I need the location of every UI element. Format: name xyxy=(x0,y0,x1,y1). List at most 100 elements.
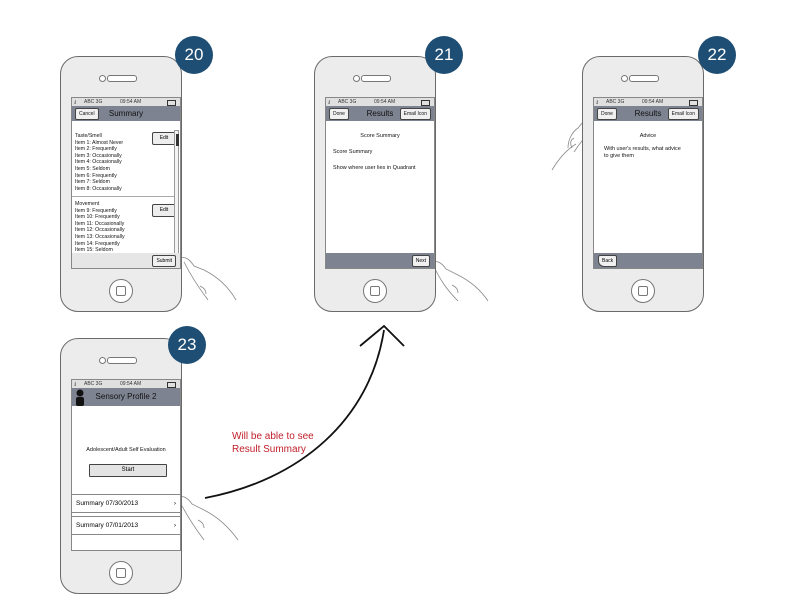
list-item: Item 2: Frequently xyxy=(75,146,117,153)
carrier: ABC 3G xyxy=(84,99,103,105)
score-summary: Score Summary xyxy=(333,149,373,155)
finger-sketch xyxy=(179,257,237,301)
phone-summary: .ıl ABC 3G 09:54 AM Summary Cancel Taste… xyxy=(60,56,182,312)
list-item: Item 4: Occasionally xyxy=(75,159,122,166)
home-button[interactable] xyxy=(363,279,387,303)
summary-label: Summary 07/30/2013 xyxy=(76,500,139,507)
start-label: Start xyxy=(121,467,135,473)
next-button[interactable]: Next xyxy=(411,255,430,267)
speaker xyxy=(107,357,137,364)
step-badge: 20 xyxy=(175,36,213,74)
battery-icon xyxy=(167,100,176,106)
start-button[interactable]: Start xyxy=(89,464,167,477)
navbar: Results Done Email Icon xyxy=(594,106,702,121)
clock: 09:54 AM xyxy=(642,99,664,105)
list-item: Item 8: Occasionally xyxy=(75,185,122,192)
status-bar: .ıl ABC 3G 09:54 AM xyxy=(72,98,180,106)
done-button[interactable]: Done xyxy=(329,108,349,120)
section-taste-smell: Taste/Smell Item 1: Almost Never Item 2:… xyxy=(75,133,123,192)
advice-heading: Advice xyxy=(639,133,657,139)
page-title: Sensory Profile 2 xyxy=(95,392,157,401)
list-item: Item 3: Occasionally xyxy=(75,152,122,159)
list-item[interactable]: Summary 07/01/2013 › xyxy=(72,516,180,535)
status-bar: .ıl ABC 3G 09:54 AM xyxy=(326,98,434,106)
list-item: Item 1: Almost Never xyxy=(75,139,124,146)
status-bar: .ıl ABC 3G 09:54 AM xyxy=(594,98,702,106)
step-badge: 23 xyxy=(168,326,206,364)
phone-home: .ıl ABC 3G 09:54 AM Sensory Profile 2 Ad… xyxy=(60,338,182,594)
clock: 09:54 AM xyxy=(120,381,142,387)
camera xyxy=(99,357,106,364)
speaker xyxy=(361,75,391,82)
summary-label: Summary 07/01/2013 xyxy=(76,522,139,529)
email-button[interactable]: Email Icon xyxy=(399,108,431,120)
list-item: Item 5: Seldom xyxy=(75,165,110,172)
carrier: ABC 3G xyxy=(606,99,625,105)
speaker xyxy=(107,75,137,82)
submit-button[interactable]: Submit xyxy=(152,255,176,267)
page-title: Results xyxy=(366,109,394,118)
list-item: Item 9: Frequently xyxy=(75,207,117,214)
carrier: ABC 3G xyxy=(338,99,357,105)
home-button[interactable] xyxy=(109,561,133,585)
list-item: Item 14: Frequently xyxy=(75,240,120,247)
list-item: Item 15: Seldom xyxy=(75,247,113,254)
list-item: Item 13: Occasionally xyxy=(75,233,125,240)
clock: 09:54 AM xyxy=(374,99,396,105)
status-bar: .ıl ABC 3G 09:54 AM xyxy=(72,380,180,388)
step-badge: 21 xyxy=(425,36,463,74)
chevron-right-icon: › xyxy=(173,500,176,507)
done-button[interactable]: Done xyxy=(597,108,617,120)
list-item: Item 10: Frequently xyxy=(75,214,120,221)
camera xyxy=(99,75,106,82)
toolbar: Submit xyxy=(72,253,180,268)
chevron-right-icon: › xyxy=(173,522,176,529)
list-item: Item 6: Frequently xyxy=(75,172,117,179)
battery-icon xyxy=(689,100,698,106)
list-item: Item 12: Occasionally xyxy=(75,227,125,234)
quadrant-text: Show where user lies in Quadrant xyxy=(333,165,416,171)
phone-results: .ıl ABC 3G 09:54 AM Results Done Email I… xyxy=(314,56,436,312)
speaker xyxy=(629,75,659,82)
step-badge: 22 xyxy=(698,36,736,74)
carrier: ABC 3G xyxy=(84,381,103,387)
scroll-thumb[interactable] xyxy=(176,134,179,146)
section-heading: Taste/Smell xyxy=(75,133,102,139)
cancel-button[interactable]: Cancel xyxy=(75,108,99,120)
screen: .ıl ABC 3G 09:54 AM Results Done Email I… xyxy=(593,97,703,269)
score-heading: Score Summary xyxy=(360,133,400,139)
list-item: Item 7: Seldom xyxy=(75,179,110,186)
advice-text: With user's results, what advice xyxy=(604,146,681,152)
annotation-line: Will be able to see xyxy=(232,431,314,442)
email-button[interactable]: Email Icon xyxy=(667,108,699,120)
list-item: Item 11: Occasionally xyxy=(75,220,125,227)
battery-icon xyxy=(167,382,176,388)
user-icon xyxy=(76,389,84,406)
camera xyxy=(621,75,628,82)
clock: 09:54 AM xyxy=(120,99,142,105)
list-item[interactable]: Summary 07/30/2013 › xyxy=(72,494,180,513)
screen: .ıl ABC 3G 09:54 AM Summary Cancel Taste… xyxy=(71,97,181,269)
home-button[interactable] xyxy=(631,279,655,303)
flow-annotation: Will be able to see Result Summary xyxy=(232,430,314,456)
section-movement: Movement Item 9: Frequently Item 10: Fre… xyxy=(75,201,125,254)
navbar: Results Done Email Icon xyxy=(326,106,434,121)
phone-advice: .ıl ABC 3G 09:54 AM Results Done Email I… xyxy=(582,56,704,312)
back-button[interactable]: Back xyxy=(598,255,618,267)
navbar: Summary Cancel xyxy=(72,106,180,121)
annotation-line: Result Summary xyxy=(232,444,306,455)
page-title: Summary xyxy=(108,109,144,118)
toolbar: Back xyxy=(594,253,702,268)
advice-text: to give them xyxy=(604,153,634,159)
navbar: Sensory Profile 2 xyxy=(72,388,180,406)
battery-icon xyxy=(421,100,430,106)
home-button[interactable] xyxy=(109,279,133,303)
page-title: Results xyxy=(634,109,662,118)
section-heading: Movement xyxy=(75,201,100,207)
screen: .ıl ABC 3G 09:54 AM Sensory Profile 2 Ad… xyxy=(71,379,181,551)
screen: .ıl ABC 3G 09:54 AM Results Done Email I… xyxy=(325,97,435,269)
divider xyxy=(72,196,174,197)
camera xyxy=(353,75,360,82)
evaluation-label: Adolescent/Adult Self Evaluation xyxy=(86,447,166,453)
